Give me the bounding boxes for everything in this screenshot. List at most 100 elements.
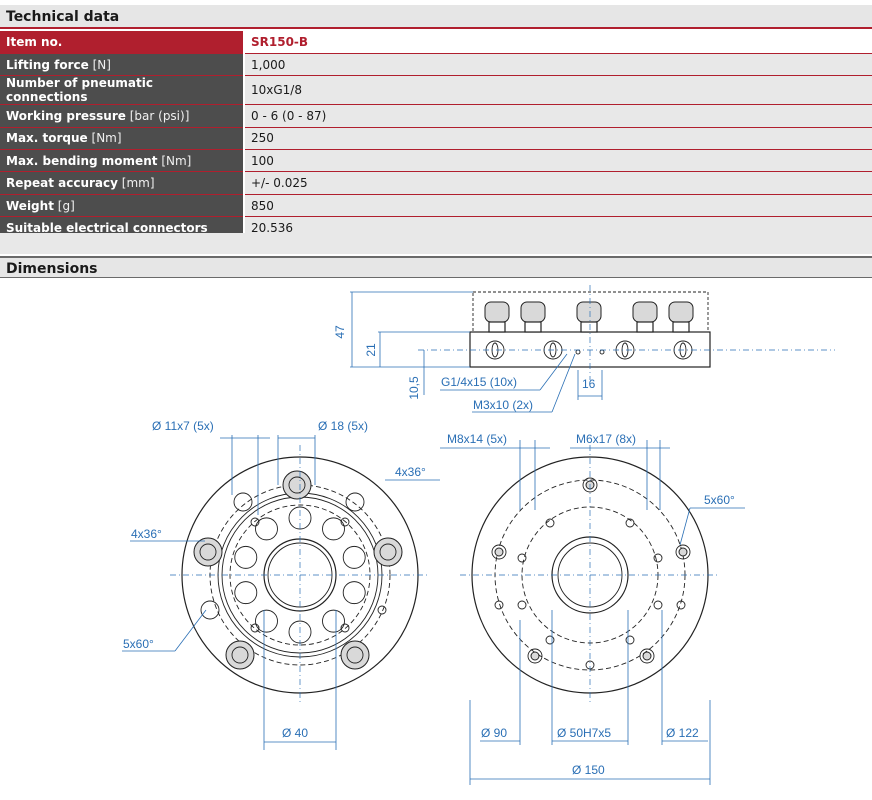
left-view: Ø 11x7 (5x) Ø 18 (5x) 4x36° 4x36° 5x60° … <box>122 419 440 750</box>
fitting-outer <box>282 470 312 500</box>
inner-hole <box>234 545 258 569</box>
fitting-inner <box>288 476 306 494</box>
m8-hole-inner <box>494 547 504 557</box>
dim-diameter-150: Ø 150 <box>572 763 605 777</box>
m8-hole-inner <box>530 651 540 661</box>
technical-data-heading: Technical data <box>0 5 872 29</box>
m8-hole-outer <box>675 544 691 560</box>
spec-row: Lifting force [N]1,000 <box>0 53 872 77</box>
dim-diameter-90: Ø 90 <box>481 726 507 740</box>
m6-hole <box>545 518 555 528</box>
dimensions-heading: Dimensions <box>0 256 872 278</box>
spec-value: SR150-B <box>243 31 872 54</box>
spec-label-text: Number of pneumatic connections <box>6 76 153 105</box>
spec-label-text: Repeat accuracy <box>6 176 118 191</box>
spec-label-text: Max. bending moment <box>6 153 158 168</box>
spec-row: Item no. SR150-B <box>0 31 872 54</box>
spec-label: Repeat accuracy [mm] <box>0 171 244 195</box>
port-fitting-1 <box>484 301 510 333</box>
dim-height-total: 47 <box>333 325 347 339</box>
through-hole <box>233 492 253 512</box>
spec-label: Weight [g] <box>0 194 244 218</box>
dim-diameter-50: Ø 50H7x5 <box>557 726 611 740</box>
mounting-hole-ring <box>491 477 691 670</box>
inner-hole <box>322 517 345 541</box>
spec-value: 850 <box>243 194 872 218</box>
inner-hole <box>255 517 278 541</box>
small-hole <box>340 623 350 633</box>
through-hole <box>200 600 220 620</box>
inner-hole <box>342 545 366 569</box>
m6-hole <box>653 600 663 610</box>
fitting-inner <box>199 543 217 561</box>
spec-unit: [Nm] <box>161 153 192 168</box>
spec-label-text: Working pressure <box>6 108 126 123</box>
side-view-envelope <box>472 291 709 340</box>
small-hole <box>377 605 387 615</box>
inner-hole <box>322 609 345 633</box>
m8-hole-outer <box>491 544 507 560</box>
m6-hole <box>517 600 527 610</box>
fitting-outer <box>373 537 403 567</box>
dim-thread-a: M8x14 (5x) <box>447 432 507 446</box>
fitting-outer <box>225 640 255 670</box>
right-view: M8x14 (5x) M6x17 (8x) 5x60° Ø 150 Ø 90 Ø… <box>440 432 745 785</box>
dim-thread-b: M6x17 (8x) <box>576 432 636 446</box>
spec-unit: [bar (psi)] <box>129 108 190 123</box>
dim-port-thread: G1/4x15 (10x) <box>441 375 517 389</box>
spec-value: +/- 0.025 <box>243 171 872 195</box>
inner-hole <box>342 581 366 605</box>
dim-diameter-40: Ø 40 <box>282 726 308 740</box>
m8-hole-inner <box>678 547 688 557</box>
spec-label-text: Lifting force <box>6 57 89 72</box>
dim-side-thread: M3x10 (2x) <box>473 398 533 412</box>
spec-unit: [g] <box>57 198 75 213</box>
spec-label: Item no. <box>0 31 244 54</box>
dim-height-body: 21 <box>364 343 378 357</box>
fitting-outer <box>340 640 370 670</box>
spec-label: Working pressure [bar (psi)] <box>0 104 244 128</box>
dimension-drawing: 47 21 10,5 G1/4x15 (10x) M3x10 (2x) 16 <box>122 285 835 785</box>
spec-label: Number of pneumatic connections <box>0 75 244 106</box>
spec-label-text: Item no. <box>6 34 63 49</box>
dim-height-port: 10,5 <box>407 376 421 400</box>
spec-row: Repeat accuracy [mm]+/- 0.025 <box>0 171 872 195</box>
inner-hole <box>255 609 278 633</box>
pin-hole <box>494 600 504 610</box>
m6-hole <box>517 553 527 563</box>
m8-hole-inner <box>642 651 652 661</box>
m8-hole-outer <box>639 648 655 664</box>
side-view: 47 21 10,5 G1/4x15 (10x) M3x10 (2x) 16 <box>333 285 835 413</box>
spec-unit: [Nm] <box>91 131 122 146</box>
dim-hole-large: Ø 18 (5x) <box>318 419 368 433</box>
through-hole <box>345 492 365 512</box>
small-hole <box>340 517 350 527</box>
spec-label: Max. torque [Nm] <box>0 127 244 151</box>
fitting-inner <box>231 646 249 664</box>
m8-hole-outer <box>527 648 543 664</box>
spec-value: 0 - 6 (0 - 87) <box>243 104 872 128</box>
port-fitting-4 <box>632 301 658 333</box>
spec-unit: [mm] <box>121 176 155 191</box>
fitting-inner <box>346 646 364 664</box>
spec-value: 100 <box>243 149 872 173</box>
fitting-outer <box>193 537 223 567</box>
spec-row: Working pressure [bar (psi)]0 - 6 (0 - 8… <box>0 104 872 128</box>
spec-value: 250 <box>243 127 872 151</box>
port-fitting-5 <box>668 301 694 333</box>
small-hole <box>250 623 260 633</box>
port-fitting-2 <box>520 301 546 333</box>
dim-hole-small: Ø 11x7 (5x) <box>152 419 214 433</box>
m6-hole <box>625 635 635 645</box>
spec-label-text: Weight <box>6 198 54 213</box>
m6-hole <box>625 518 635 528</box>
dim-port-spacing: 16 <box>582 377 596 391</box>
pin-hole <box>676 600 686 610</box>
dim-angle-bottom: 5x60° <box>123 637 154 651</box>
m6-hole <box>545 635 555 645</box>
spec-label: Max. bending moment [Nm] <box>0 149 244 173</box>
spec-value: 1,000 <box>243 53 872 77</box>
fitting-ring <box>193 470 403 670</box>
